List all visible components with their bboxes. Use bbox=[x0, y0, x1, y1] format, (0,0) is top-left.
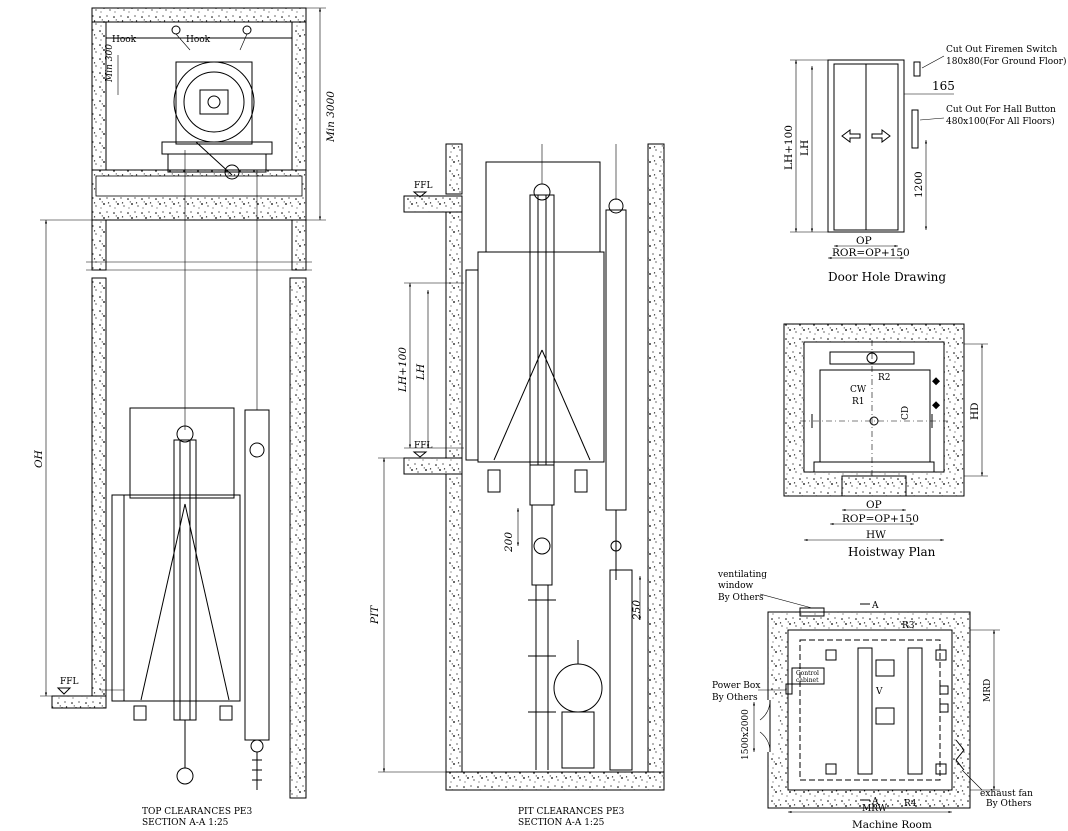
door-frame bbox=[827, 59, 905, 233]
pit-wall-right bbox=[647, 143, 665, 791]
control-cabinet bbox=[791, 667, 825, 685]
power-box bbox=[785, 683, 793, 695]
door-hole-title: Door Hole Drawing bbox=[828, 270, 946, 284]
power-box-label: Power Box bbox=[712, 681, 760, 691]
elevator-car-top bbox=[100, 407, 241, 785]
machine-room-wall-left bbox=[91, 21, 107, 173]
top-clearances-section: Hook Hook Min 300 Min 3000 bbox=[33, 7, 337, 828]
svg-text:V: V bbox=[875, 687, 883, 697]
svg-text:◆: ◆ bbox=[932, 399, 941, 411]
pit-wall-left-upper bbox=[445, 143, 463, 195]
pit-label: PIT bbox=[369, 605, 381, 625]
hook-label-right: Hook bbox=[186, 35, 211, 45]
counterweight-rail bbox=[829, 351, 915, 365]
traction-machine bbox=[161, 61, 273, 180]
hoistway-wall-left-upper bbox=[91, 219, 107, 271]
pit-clearances-section: LH+100 LH PIT 200 250 FFL FFL PIT CLEARA… bbox=[369, 143, 665, 828]
door-hole-drawing: Cut Out Firemen Switch 180x80(For Ground… bbox=[783, 45, 1066, 284]
control-cabinet-line1: Control bbox=[796, 670, 819, 677]
mrd-label: MRD bbox=[983, 679, 993, 702]
ventilating-line1: ventilating bbox=[717, 570, 767, 580]
ffl-top-label: FFL bbox=[60, 677, 78, 687]
top-clearances-section-label: SECTION A-A 1:25 bbox=[142, 818, 229, 828]
elevator-car-pit bbox=[465, 161, 605, 770]
hall-button-line2: 480x100(For All Floors) bbox=[946, 116, 1055, 127]
lh-plus-100-pit-label: LH+100 bbox=[397, 347, 409, 393]
min-3000-label: Min 3000 bbox=[325, 91, 337, 143]
exhaust-fan bbox=[955, 739, 965, 771]
hoistway-wall-right bbox=[289, 277, 307, 799]
machine-room-interior bbox=[787, 629, 953, 791]
machine-room-title: Machine Room bbox=[852, 819, 932, 831]
cw-label: CW bbox=[850, 385, 867, 395]
lh-pit-label: LH bbox=[415, 363, 427, 381]
hd-label: HD bbox=[969, 402, 981, 420]
cd-label: CD bbox=[901, 406, 911, 420]
r4-label: R4 bbox=[904, 799, 917, 809]
pit-buffer bbox=[553, 640, 603, 769]
hoistway-wall-right-upper bbox=[291, 219, 307, 271]
counterweight-top bbox=[244, 409, 270, 790]
pit-clearances-section-label: SECTION A-A 1:25 bbox=[518, 818, 605, 828]
dim-165-label: 165 bbox=[932, 79, 955, 93]
upper-landing-slab bbox=[403, 195, 463, 213]
section-a-top: A bbox=[871, 601, 879, 611]
counterweight-pit bbox=[605, 198, 633, 771]
pit-wall-left-lower bbox=[445, 473, 463, 791]
oh-label: OH bbox=[33, 449, 45, 468]
svg-text:◆: ◆ bbox=[932, 375, 941, 387]
lh-label: LH bbox=[799, 140, 811, 156]
power-box-by-label: By Others bbox=[712, 693, 758, 703]
pit-floor bbox=[445, 771, 665, 791]
hall-button-cutout bbox=[911, 109, 919, 149]
machine-room-wall-right bbox=[291, 21, 307, 173]
dim-1200-label: 1200 bbox=[913, 171, 925, 198]
ventilating-by-label: By Others bbox=[718, 593, 764, 603]
fireman-switch-line2: 180x80(For Ground Floor) bbox=[946, 56, 1066, 67]
r2-label: R2 bbox=[878, 373, 891, 383]
landing-slab bbox=[51, 695, 107, 709]
hw-label: HW bbox=[866, 529, 886, 541]
machine-room-roof bbox=[91, 7, 307, 23]
fireman-switch-cutout bbox=[913, 61, 921, 77]
pit-wall-left-mid bbox=[445, 211, 463, 459]
dim-250-label: 250 bbox=[631, 600, 643, 621]
rop-label: ROP=OP+150 bbox=[842, 513, 919, 525]
ffl-upper-label: FFL bbox=[414, 181, 432, 191]
door-size-label: 1500x2000 bbox=[741, 709, 751, 760]
pit-clearances-title: PIT CLEARANCES PE3 bbox=[518, 807, 625, 817]
dim-200-label: 200 bbox=[503, 532, 515, 553]
control-cabinet-line2: cabinet bbox=[796, 677, 819, 684]
hoistway-wall-left bbox=[91, 277, 107, 697]
lower-landing-slab bbox=[403, 457, 463, 475]
top-clearances-title: TOP CLEARANCES PE3 bbox=[142, 807, 252, 817]
op-plan-label: OP bbox=[866, 499, 882, 511]
op-label: OP bbox=[856, 235, 872, 247]
fireman-switch-line1: Cut Out Firemen Switch bbox=[946, 45, 1057, 55]
hoistway-plan-title: Hoistway Plan bbox=[848, 545, 936, 559]
hook-label-left: Hook bbox=[112, 35, 137, 45]
r1-label: R1 bbox=[852, 397, 865, 407]
exhaust-fan-label: exhaust fan bbox=[980, 789, 1033, 799]
exhaust-by-label: By Others bbox=[986, 799, 1032, 809]
section-a-bottom: A bbox=[871, 797, 879, 807]
r3-label: R3 bbox=[902, 621, 915, 631]
hoistway-plan: CW CD R1 R2 ◆ ◆ HD OP ROP=OP+150 HW Hois… bbox=[783, 323, 988, 559]
ror-label: ROR=OP+150 bbox=[832, 247, 910, 259]
min-300-label: Min 300 bbox=[105, 44, 115, 83]
lh-plus-100-label: LH+100 bbox=[783, 125, 795, 170]
hoistway-interior bbox=[803, 341, 945, 473]
machine-room-plan: V Control cabinet ventilating window By … bbox=[712, 570, 1033, 831]
mrw-label: MRW bbox=[862, 804, 888, 814]
ffl-lower-label: FFL bbox=[414, 441, 432, 451]
ventilating-line2: window bbox=[718, 581, 754, 591]
hall-button-line1: Cut Out For Hall Button bbox=[946, 105, 1056, 115]
